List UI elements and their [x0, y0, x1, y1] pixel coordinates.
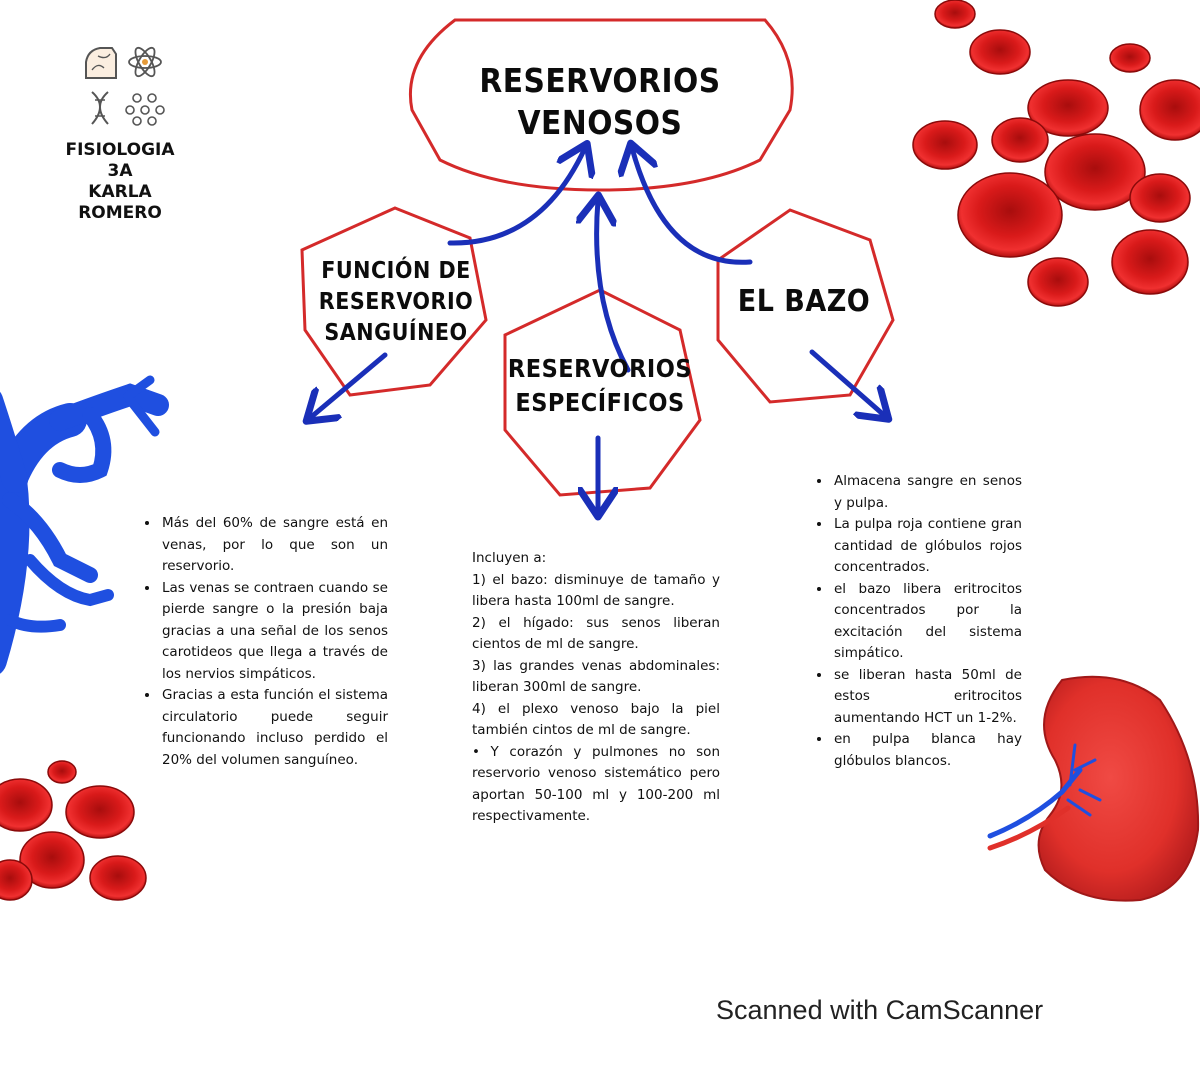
list-item: 3) las grandes venas abdominales: libera…	[472, 657, 720, 696]
list-item: Almacena sangre en senos y pulpa.	[832, 471, 1022, 514]
red-blood-cells-top-right	[912, 0, 1200, 307]
main-node-outline	[408, 18, 794, 192]
header-line-lastname: ROMERO	[78, 203, 162, 223]
list-item: Más del 60% de sangre está en venas, por…	[160, 513, 388, 578]
left-node-title: FUNCIÓN DE RESERVORIO SANGUÍNEO	[306, 256, 486, 349]
arrow-right-down	[809, 349, 885, 416]
red-blood-cells-bottom-left	[0, 760, 147, 901]
specific-reservoirs-notes: Incluyen a: 1) el bazo: disminuye de tam…	[472, 548, 720, 828]
list-item: Las venas se contraen cuando se pierde s…	[160, 578, 388, 686]
author-header: FISIOLOGIA 3A KARLA ROMERO	[55, 140, 185, 224]
middle-title-line-2: ESPECÍFICOS	[515, 388, 685, 417]
left-title-line-3: SANGUÍNEO	[324, 320, 468, 346]
spleen-notes: Almacena sangre en senos y pulpa. La pul…	[814, 471, 1022, 772]
main-title-line-1: RESERVORIOS	[479, 61, 721, 100]
list-item: La pulpa roja contiene gran cantidad de …	[832, 514, 1022, 579]
list-item: Gracias a esta función el sistema circul…	[160, 685, 388, 771]
list-item: el bazo libera eritrocitos concentrados …	[832, 579, 1022, 665]
list-item: Incluyen a:	[472, 550, 547, 566]
left-title-line-2: RESERVORIO	[318, 289, 474, 315]
list-item: 4) el plexo venoso bajo la piel también …	[472, 700, 720, 739]
list-item: se liberan hasta 50ml de estos eritrocit…	[832, 665, 1022, 730]
atom-icon	[128, 46, 162, 78]
header-line-subject: FISIOLOGIA	[65, 140, 175, 160]
right-node-outline	[716, 208, 895, 404]
dna-icon	[91, 91, 109, 125]
list-item: • Y corazón y pulmones no son reservorio…	[472, 743, 720, 825]
main-node-title: RESERVORIOS VENOSOS	[440, 60, 760, 144]
left-title-line-1: FUNCIÓN DE	[321, 258, 471, 284]
scanner-watermark: Scanned with CamScanner	[716, 995, 1044, 1025]
connector-arrows	[310, 148, 885, 512]
list-item: 2) el hígado: sus senos liberan cientos …	[472, 614, 720, 653]
middle-node-title: RESERVORIOS ESPECÍFICOS	[500, 352, 700, 420]
left-node-outline	[300, 206, 488, 397]
brain-icon	[85, 47, 117, 79]
right-title-line-1: EL BAZO	[737, 284, 871, 319]
header-line-firstname: KARLA	[88, 182, 152, 202]
vein-illustration	[0, 375, 169, 674]
cells-icon	[125, 93, 165, 126]
arrow-right-to-main	[632, 148, 753, 265]
reservoir-function-notes: Más del 60% de sangre está en venas, por…	[142, 513, 388, 771]
arrow-left-down	[310, 352, 388, 418]
arrow-middle-to-main	[597, 200, 631, 373]
list-item: 1) el bazo: disminuye de tamaño y libera…	[472, 571, 720, 610]
middle-title-line-1: RESERVORIOS	[507, 354, 693, 383]
right-node-title: EL BAZO	[724, 282, 884, 322]
main-title-line-2: VENOSOS	[517, 103, 683, 142]
header-line-group: 3A	[107, 161, 133, 181]
list-item: en pulpa blanca hay glóbulos blancos.	[832, 729, 1022, 772]
spleen-illustration	[987, 675, 1200, 902]
arrow-left-to-main	[447, 148, 585, 246]
